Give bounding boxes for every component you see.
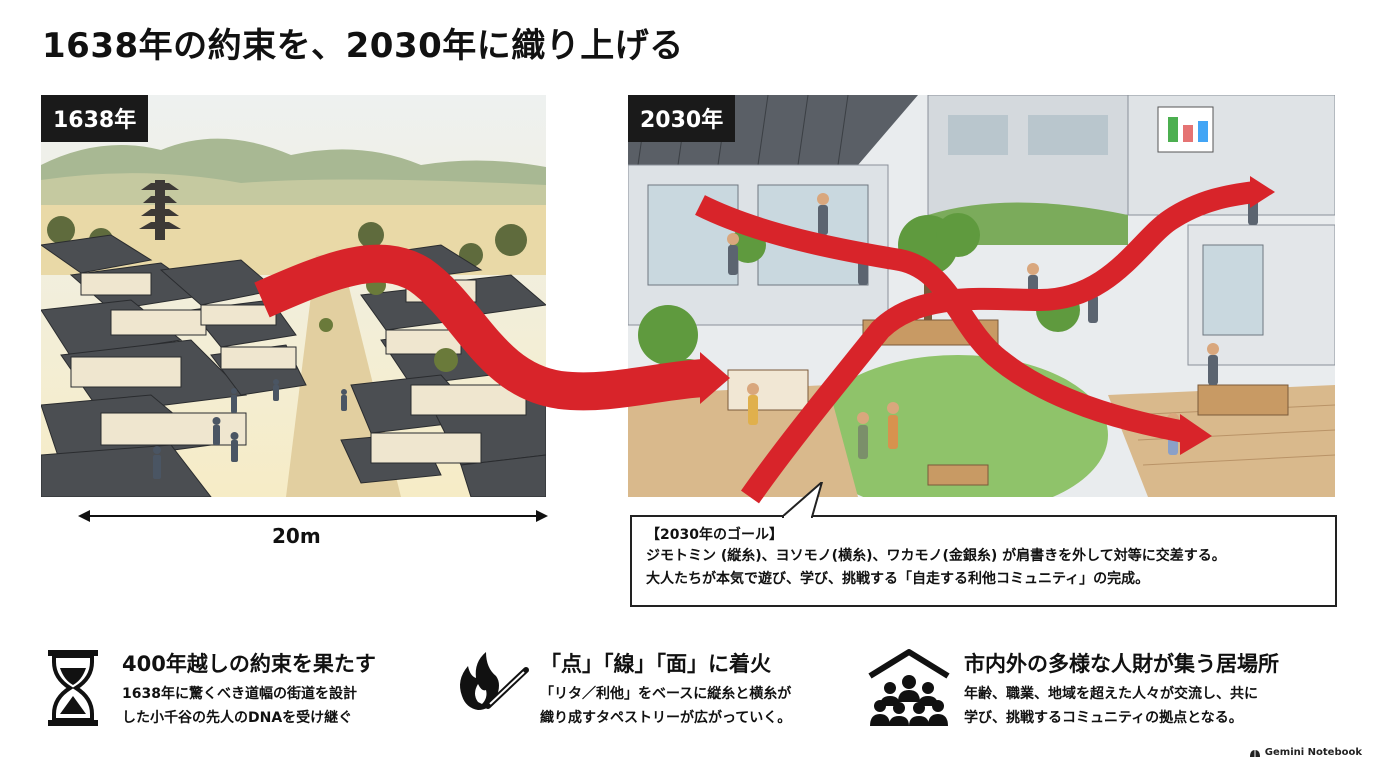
feature-title: 市内外の多様な人財が集う居場所	[964, 652, 1279, 676]
feature-line: 織り成すタペストリーが広がっていく。	[540, 710, 792, 726]
historic-town-illustration	[41, 95, 546, 497]
year-tag-1638: 1638年	[41, 95, 149, 142]
feature-title: 「点」「線」「面」に着火	[540, 652, 771, 676]
callout-line-1: ジモトミン (縦糸)、ヨソモノ(横糸)、ワカモノ(金銀糸) が肩書きを外して対等…	[646, 548, 1226, 564]
feature-line: 学び、挑戦するコミュニティの拠点となる。	[964, 710, 1243, 726]
feature-ignite: 「点」「線」「面」に着火 「リタ／利他」をベースに縦糸と横糸が 織り成すタペスト…	[452, 640, 852, 730]
callout-line-2: 大人たちが本気で遊び、学び、挑戦する「自走する利他コミュニティ」の完成。	[646, 571, 1150, 587]
brand-name: Gemini Notebook	[1264, 747, 1362, 758]
feature-title: 400年越しの約束を果たす	[122, 652, 376, 676]
community-house-icon	[868, 649, 950, 726]
feature-description: 「リタ／利他」をベースに縦糸と横糸が 織り成すタペストリーが広がっていく。	[540, 682, 791, 730]
panel-2030-illustration: 2030年	[628, 95, 1335, 497]
feature-community: 市内外の多様な人財が集う居場所 年齢、職業、地域を超えた人々が交流し、共に 学び…	[866, 640, 1346, 730]
feature-line: 「リタ／利他」をベースに縦糸と横糸が	[540, 686, 792, 702]
feature-description: 年齢、職業、地域を超えた人々が交流し、共に 学び、挑戦するコミュニティの拠点とな…	[964, 682, 1258, 730]
hourglass-icon	[48, 650, 98, 726]
community-hub-illustration	[628, 95, 1335, 497]
panel-1638-illustration: 1638年	[41, 95, 546, 497]
brand-watermark: Gemini Notebook	[1249, 747, 1362, 758]
feature-line: 年齢、職業、地域を超えた人々が交流し、共に	[964, 686, 1258, 702]
gemini-logo-icon	[1249, 749, 1260, 757]
feature-promise: 400年越しの約束を果たす 1638年に驚くべき道幅の街道を設計 した小千谷の先…	[46, 640, 426, 730]
width-measure-arrow	[78, 510, 548, 522]
callout-heading: 【2030年のゴール】	[646, 527, 783, 543]
measure-label: 20m	[272, 524, 321, 548]
goal-callout: 【2030年のゴール】 ジモトミン (縦糸)、ヨソモノ(横糸)、ワカモノ(金銀糸…	[630, 515, 1337, 607]
match-fire-icon	[460, 652, 529, 710]
page-title: 1638年の約束を、2030年に織り上げる	[42, 26, 684, 66]
feature-description: 1638年に驚くべき道幅の街道を設計 した小千谷の先人のDNAを受け継ぐ	[122, 682, 357, 730]
callout-pointer	[782, 482, 824, 522]
feature-line: した小千谷の先人のDNAを受け継ぐ	[122, 710, 353, 726]
feature-line: 1638年に驚くべき道幅の街道を設計	[122, 686, 357, 702]
year-tag-2030: 2030年	[628, 95, 736, 142]
